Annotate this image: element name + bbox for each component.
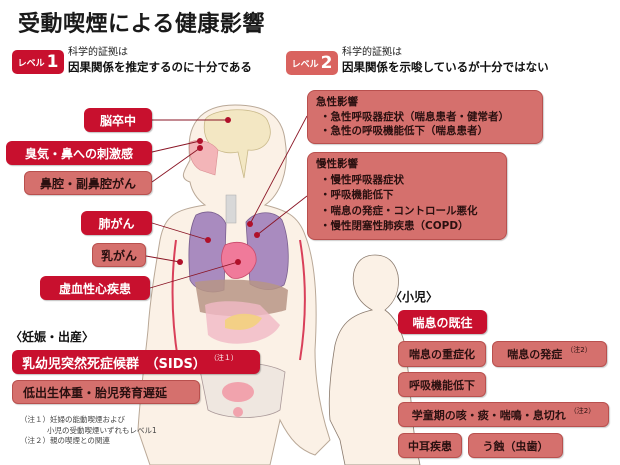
chronic-heading: 慢性影響 [316, 158, 358, 170]
effect-breast-cancer: 乳がん [92, 243, 146, 267]
child-body-icon [328, 254, 421, 465]
connector-lines [145, 115, 308, 289]
acute-heading: 急性影響 [316, 96, 358, 108]
child-asthma-history: 喘息の既往 [398, 310, 487, 334]
page-title: 受動喫煙による健康影響 [18, 12, 265, 37]
child-asthma-onset: 喘息の発症 （注2） [492, 341, 607, 367]
chronic-item: ・慢性閉塞性肺疾患（COPD） [320, 220, 469, 232]
child-heading: 〈小児〉 [390, 290, 439, 304]
level2-badge-number: 2 [320, 53, 333, 73]
effect-ischemic-heart-disease: 虚血性心疾患 [40, 276, 150, 300]
level2-description: 科学的証拠は 因果関係を示唆しているが十分ではない [342, 46, 549, 74]
chronic-item: ・喘息の発症・コントロール悪化 [320, 204, 478, 217]
note1-line2: 小児の受動喫煙いずれもレベル1 [47, 425, 157, 435]
effect-low-birth-weight: 低出生体重・胎児発育遅延 [12, 380, 200, 404]
effect-nasal-sinus-cancer: 鼻腔・副鼻腔がん [24, 171, 152, 195]
level1-badge-number: 1 [46, 52, 59, 72]
acute-effects-panel: 急性影響 ・急性呼吸器症状（喘息患者・健常者） ・急性の呼吸機能低下（喘息患者） [307, 90, 543, 144]
respiratory-symptoms-note: （注2） [569, 406, 596, 415]
level2-badge-prefix: レベル [291, 59, 319, 70]
note2-line1: 親の喫煙との関連 [50, 436, 110, 445]
footnotes: （注１）妊婦の能動喫煙および 小児の受動喫煙いずれもレベル1 （注２）親の喫煙と… [20, 415, 157, 447]
sids-note: （注１） [209, 354, 238, 362]
chronic-item: ・慢性呼吸器症状 [320, 173, 404, 186]
level1-badge: レベル 1 [12, 50, 64, 74]
pregnancy-heading: 〈妊娠・出産〉 [10, 330, 95, 344]
child-lung-function-decline: 呼吸機能低下 [398, 372, 486, 397]
level1-line1: 科学的証拠は [68, 47, 128, 58]
effect-sids: 乳幼児突然死症候群 （SIDS） （注１） [12, 350, 260, 374]
acute-item: ・急性呼吸器症状（喘息患者・健常者） [320, 110, 509, 123]
level1-description: 科学的証拠は 因果関係を推定するのに十分である [68, 46, 252, 74]
acute-item: ・急性の呼吸機能低下（喘息患者） [320, 125, 488, 137]
asthma-onset-note: （注2） [566, 346, 592, 354]
child-respiratory-symptoms: 学童期の咳・痰・喘鳴・息切れ （注2） [398, 402, 609, 427]
chronic-effects-panel: 慢性影響 ・慢性呼吸器症状 ・呼吸機能低下 ・喘息の発症・コントロール悪化 ・慢… [307, 152, 507, 240]
effect-stroke: 脳卒中 [84, 108, 152, 132]
effect-odor-nasal-irritation: 臭気・鼻への刺激感 [6, 141, 152, 165]
child-asthma-severity: 喘息の重症化 [398, 341, 486, 367]
note2-label: （注２） [20, 436, 50, 445]
note1-label: （注１） [20, 415, 50, 424]
sids-label: 乳幼児突然死症候群 （SIDS） [22, 356, 206, 372]
level2-badge: レベル 2 [286, 51, 338, 75]
asthma-onset-label: 喘息の発症 [507, 348, 563, 361]
level1-badge-prefix: レベル [17, 58, 45, 69]
level1-line2: 因果関係を推定するのに十分である [68, 60, 252, 74]
chronic-item: ・呼吸機能低下 [320, 189, 394, 201]
level2-line1: 科学的証拠は [342, 47, 402, 58]
level2-line2: 因果関係を示唆しているが十分ではない [342, 60, 549, 74]
organ-markers [177, 117, 260, 265]
child-dental-caries: う蝕（虫歯） [468, 433, 563, 458]
effect-lung-cancer: 肺がん [81, 211, 152, 235]
note1-line1: 妊婦の能動喫煙および [50, 415, 125, 424]
child-middle-ear-disease: 中耳疾患 [398, 433, 462, 458]
adult-body-icon [137, 104, 331, 465]
respiratory-symptoms-label: 学童期の咳・痰・喘鳴・息切れ [411, 408, 566, 422]
